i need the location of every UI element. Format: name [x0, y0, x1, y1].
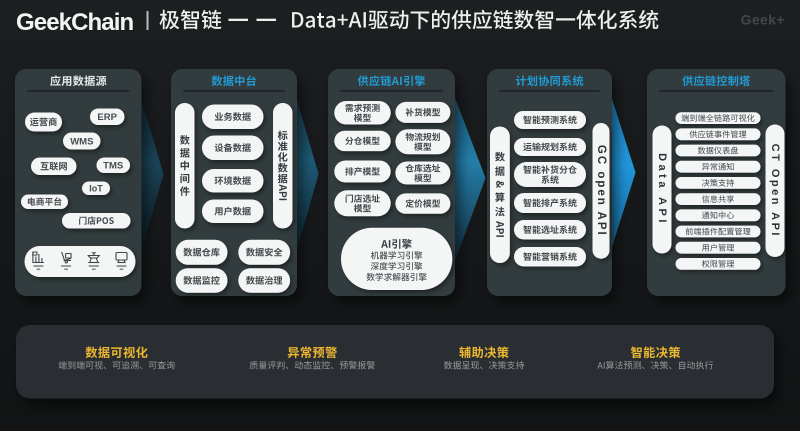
svg-text:IoT: IoT	[89, 183, 103, 193]
svg-text:CT Open API: CT Open API	[769, 144, 781, 238]
svg-text:WMS: WMS	[70, 136, 93, 147]
svg-text:GC open API: GC open API	[595, 145, 607, 237]
svg-text:Geek+: Geek+	[741, 12, 785, 28]
svg-text:ERP: ERP	[97, 112, 117, 123]
svg-text:GeekChain: GeekChain	[16, 9, 134, 36]
svg-text:Data API: Data API	[656, 153, 668, 226]
svg-text:TMS: TMS	[103, 161, 123, 172]
